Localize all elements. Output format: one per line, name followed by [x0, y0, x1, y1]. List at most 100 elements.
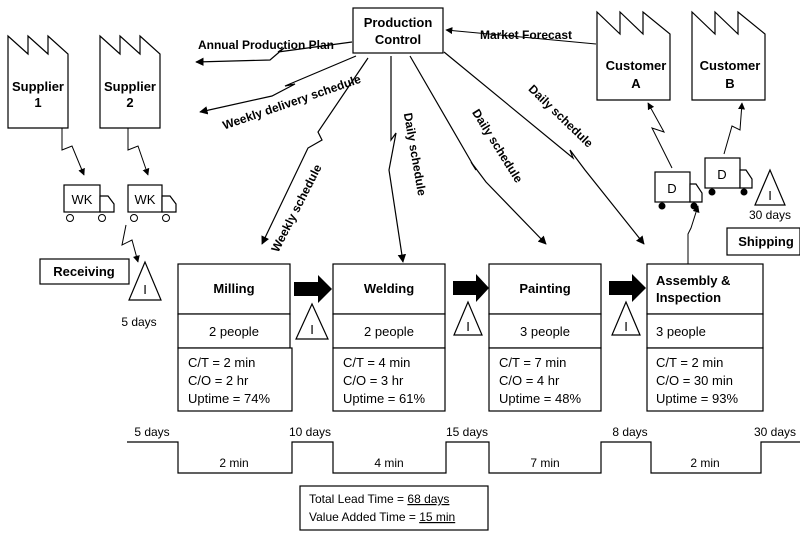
weekly-schedule-label: Weekly schedule — [268, 162, 324, 255]
supplier-1-line2: 1 — [34, 95, 41, 110]
receiving-inventory-days: 5 days — [121, 315, 156, 329]
daily-welding-arrow — [388, 56, 407, 263]
process-uptime: Uptime = 48% — [499, 391, 581, 406]
customer-b-factory-icon: Customer B — [691, 10, 766, 101]
customer-truck-1-label: D — [667, 181, 676, 196]
value-added-time: Value Added Time = 15 min — [309, 510, 455, 524]
daily-painting-arrow — [409, 55, 547, 245]
shipping-inventory-symbol: I — [768, 188, 772, 203]
process-people: 2 people — [364, 324, 414, 339]
receiving-box — [39, 258, 130, 285]
market-forecast-arrow — [445, 27, 597, 45]
process-people: 3 people — [656, 324, 706, 339]
receiving-inventory-triangle-icon: I — [128, 260, 162, 301]
process-uptime: Uptime = 61% — [343, 391, 425, 406]
daily-assembly-label: Daily schedule — [526, 82, 596, 151]
production-control-line2: Control — [375, 32, 421, 47]
process-painting: Painting 3 people C/T = 7 min C/O = 4 hr… — [488, 263, 602, 412]
push-arrow-2-icon — [453, 274, 489, 302]
process-uptime: Uptime = 93% — [656, 391, 738, 406]
summary-box: Total Lead Time = 68 days Value Added Ti… — [299, 485, 489, 531]
customer-truck-1-icon: D — [654, 171, 703, 210]
timeline-process-time-1: 2 min — [219, 456, 248, 470]
annual-plan-label: Annual Production Plan — [198, 38, 334, 52]
timeline-wait-3: 15 days — [446, 425, 488, 439]
inventory-triangle-3-icon: I — [611, 300, 641, 336]
timeline-wait-4: 8 days — [612, 425, 647, 439]
inventory-symbol: I — [466, 319, 470, 334]
process-name-line2: Inspection — [656, 290, 721, 305]
process-people: 3 people — [520, 324, 570, 339]
annual-plan-arrow — [195, 41, 353, 66]
process-welding: Welding 2 people C/T = 4 min C/O = 3 hr … — [332, 263, 446, 412]
supplier-2-line1: Supplier — [104, 79, 156, 94]
timeline-process-time-3: 7 min — [530, 456, 559, 470]
supplier-truck-1-label: WK — [72, 192, 93, 207]
timeline-line — [127, 441, 800, 474]
supplier-1-line1: Supplier — [12, 79, 64, 94]
production-control-line1: Production — [364, 15, 433, 30]
customer-a-line2: A — [631, 76, 641, 91]
supplier-1-factory-icon: Supplier 1 — [7, 34, 69, 129]
timeline-wait-2: 10 days — [289, 425, 331, 439]
supplier-truck-2-label: WK — [135, 192, 156, 207]
customer-truck-2-icon: D — [704, 157, 753, 196]
process-changeover: C/O = 30 min — [656, 373, 733, 388]
process-name: Welding — [364, 281, 414, 296]
process-people: 2 people — [209, 324, 259, 339]
supplier-2-lightning-arrow — [127, 128, 150, 176]
supplier-2-factory-icon: Supplier 2 — [99, 34, 161, 129]
process-changeover: C/O = 4 hr — [499, 373, 560, 388]
process-assembly-inspection: Assembly & Inspection 3 people C/T = 2 m… — [646, 263, 764, 412]
shipping-box — [726, 227, 800, 256]
push-arrow-1-icon — [294, 275, 332, 303]
timeline-process-time-4: 2 min — [690, 456, 719, 470]
process-name: Painting — [519, 281, 570, 296]
market-forecast-label: Market Forecast — [480, 28, 572, 42]
inventory-triangle-2-icon: I — [453, 300, 483, 336]
timeline-wait-1: 5 days — [134, 425, 169, 439]
push-arrow-3-icon — [609, 274, 646, 302]
process-changeover: C/O = 2 hr — [188, 373, 249, 388]
customer-b-line1: Customer — [700, 58, 761, 73]
customer-a-line1: Customer — [606, 58, 667, 73]
timeline-process-time-2: 4 min — [374, 456, 403, 470]
process-cycle-time: C/T = 2 min — [656, 355, 723, 370]
inventory-symbol: I — [624, 319, 628, 334]
receiving-lightning-arrow — [121, 224, 140, 263]
process-changeover: C/O = 3 hr — [343, 373, 404, 388]
customer-truck-2-label: D — [717, 167, 726, 182]
customer-a-lightning-arrow — [647, 102, 673, 169]
supplier-truck-2-icon: WK — [127, 184, 177, 222]
production-control: Production Control — [352, 7, 444, 54]
weekly-schedule-arrow — [261, 57, 369, 245]
daily-welding-label: Daily schedule — [401, 112, 429, 198]
weekly-delivery-arrow — [199, 55, 357, 115]
process-name: Milling — [213, 281, 254, 296]
shipping-inventory-triangle-icon: I — [754, 168, 786, 206]
daily-assembly-arrow — [443, 51, 645, 245]
assembly-to-shipping-arrow — [687, 205, 700, 264]
supplier-1-lightning-arrow — [61, 128, 85, 176]
inventory-triangle-1-icon: I — [295, 302, 329, 340]
process-cycle-time: C/T = 2 min — [188, 355, 255, 370]
process-cycle-time: C/T = 4 min — [343, 355, 410, 370]
supplier-2-line2: 2 — [126, 95, 133, 110]
process-milling: Milling 2 people C/T = 2 min C/O = 2 hr … — [177, 263, 293, 412]
process-cycle-time: C/T = 7 min — [499, 355, 566, 370]
customer-b-line2: B — [725, 76, 734, 91]
total-lead-time: Total Lead Time = 68 days — [309, 492, 449, 506]
shipping-inventory-days: 30 days — [749, 208, 791, 222]
inventory-symbol: I — [310, 322, 314, 337]
timeline-wait-5: 30 days — [754, 425, 796, 439]
process-uptime: Uptime = 74% — [188, 391, 270, 406]
process-name-line1: Assembly & — [656, 273, 730, 288]
supplier-truck-1-icon: WK — [63, 184, 115, 222]
daily-painting-label: Daily schedule — [469, 107, 526, 186]
shipping-label: Shipping — [738, 234, 794, 249]
customer-a-factory-icon: Customer A — [596, 10, 671, 101]
customer-b-lightning-arrow — [723, 102, 746, 155]
receiving-label: Receiving — [53, 264, 114, 279]
receiving-inventory-symbol: I — [143, 282, 147, 297]
